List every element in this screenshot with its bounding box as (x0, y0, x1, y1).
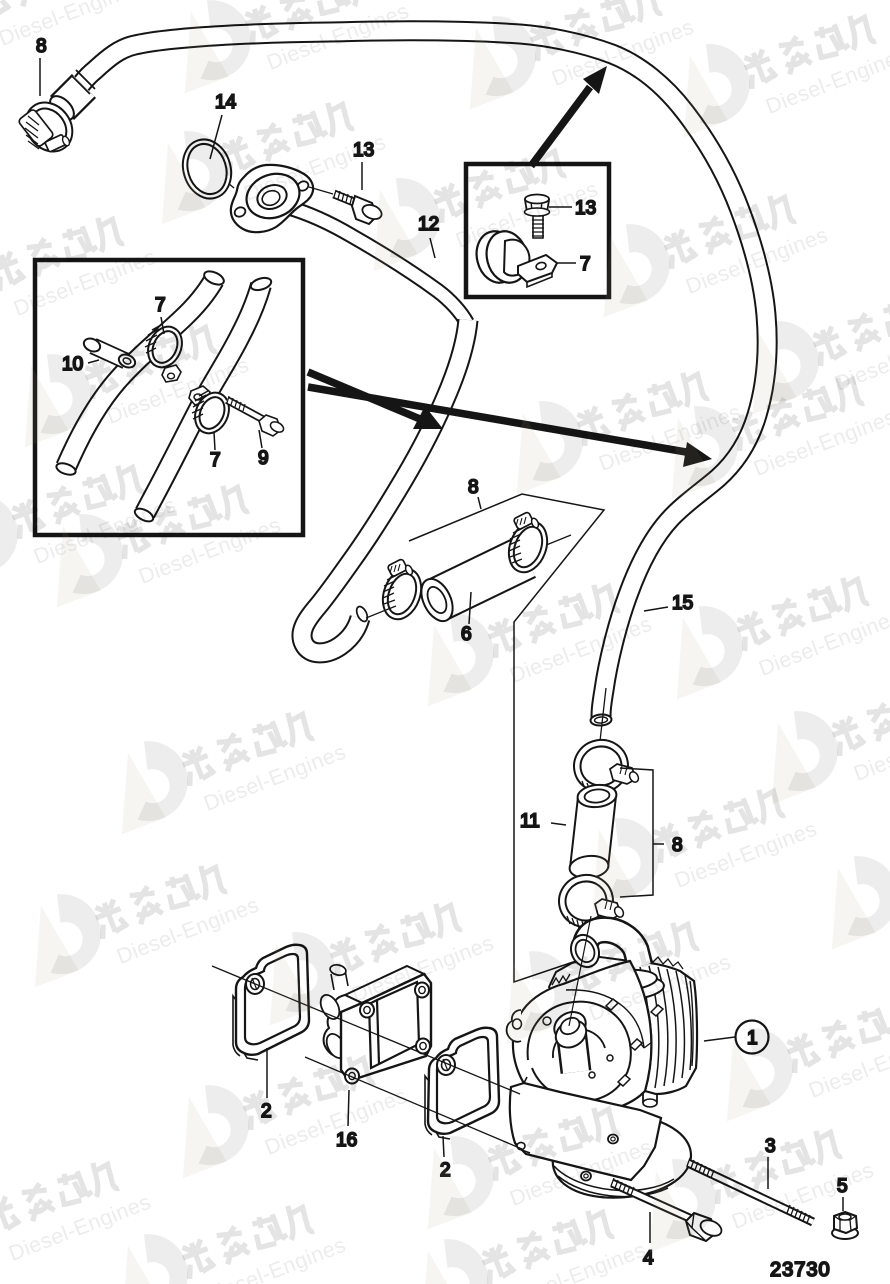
svg-text:15: 15 (672, 593, 693, 614)
svg-text:7: 7 (210, 450, 221, 471)
svg-text:8: 8 (36, 36, 47, 57)
svg-text:14: 14 (215, 92, 237, 113)
svg-text:7: 7 (155, 295, 166, 316)
svg-text:7: 7 (580, 254, 591, 275)
svg-text:9: 9 (258, 448, 269, 469)
svg-text:3: 3 (765, 1136, 776, 1157)
svg-text:11: 11 (520, 811, 540, 832)
svg-text:23730: 23730 (770, 1259, 831, 1281)
svg-text:16: 16 (336, 1130, 357, 1151)
svg-text:8: 8 (468, 477, 479, 498)
